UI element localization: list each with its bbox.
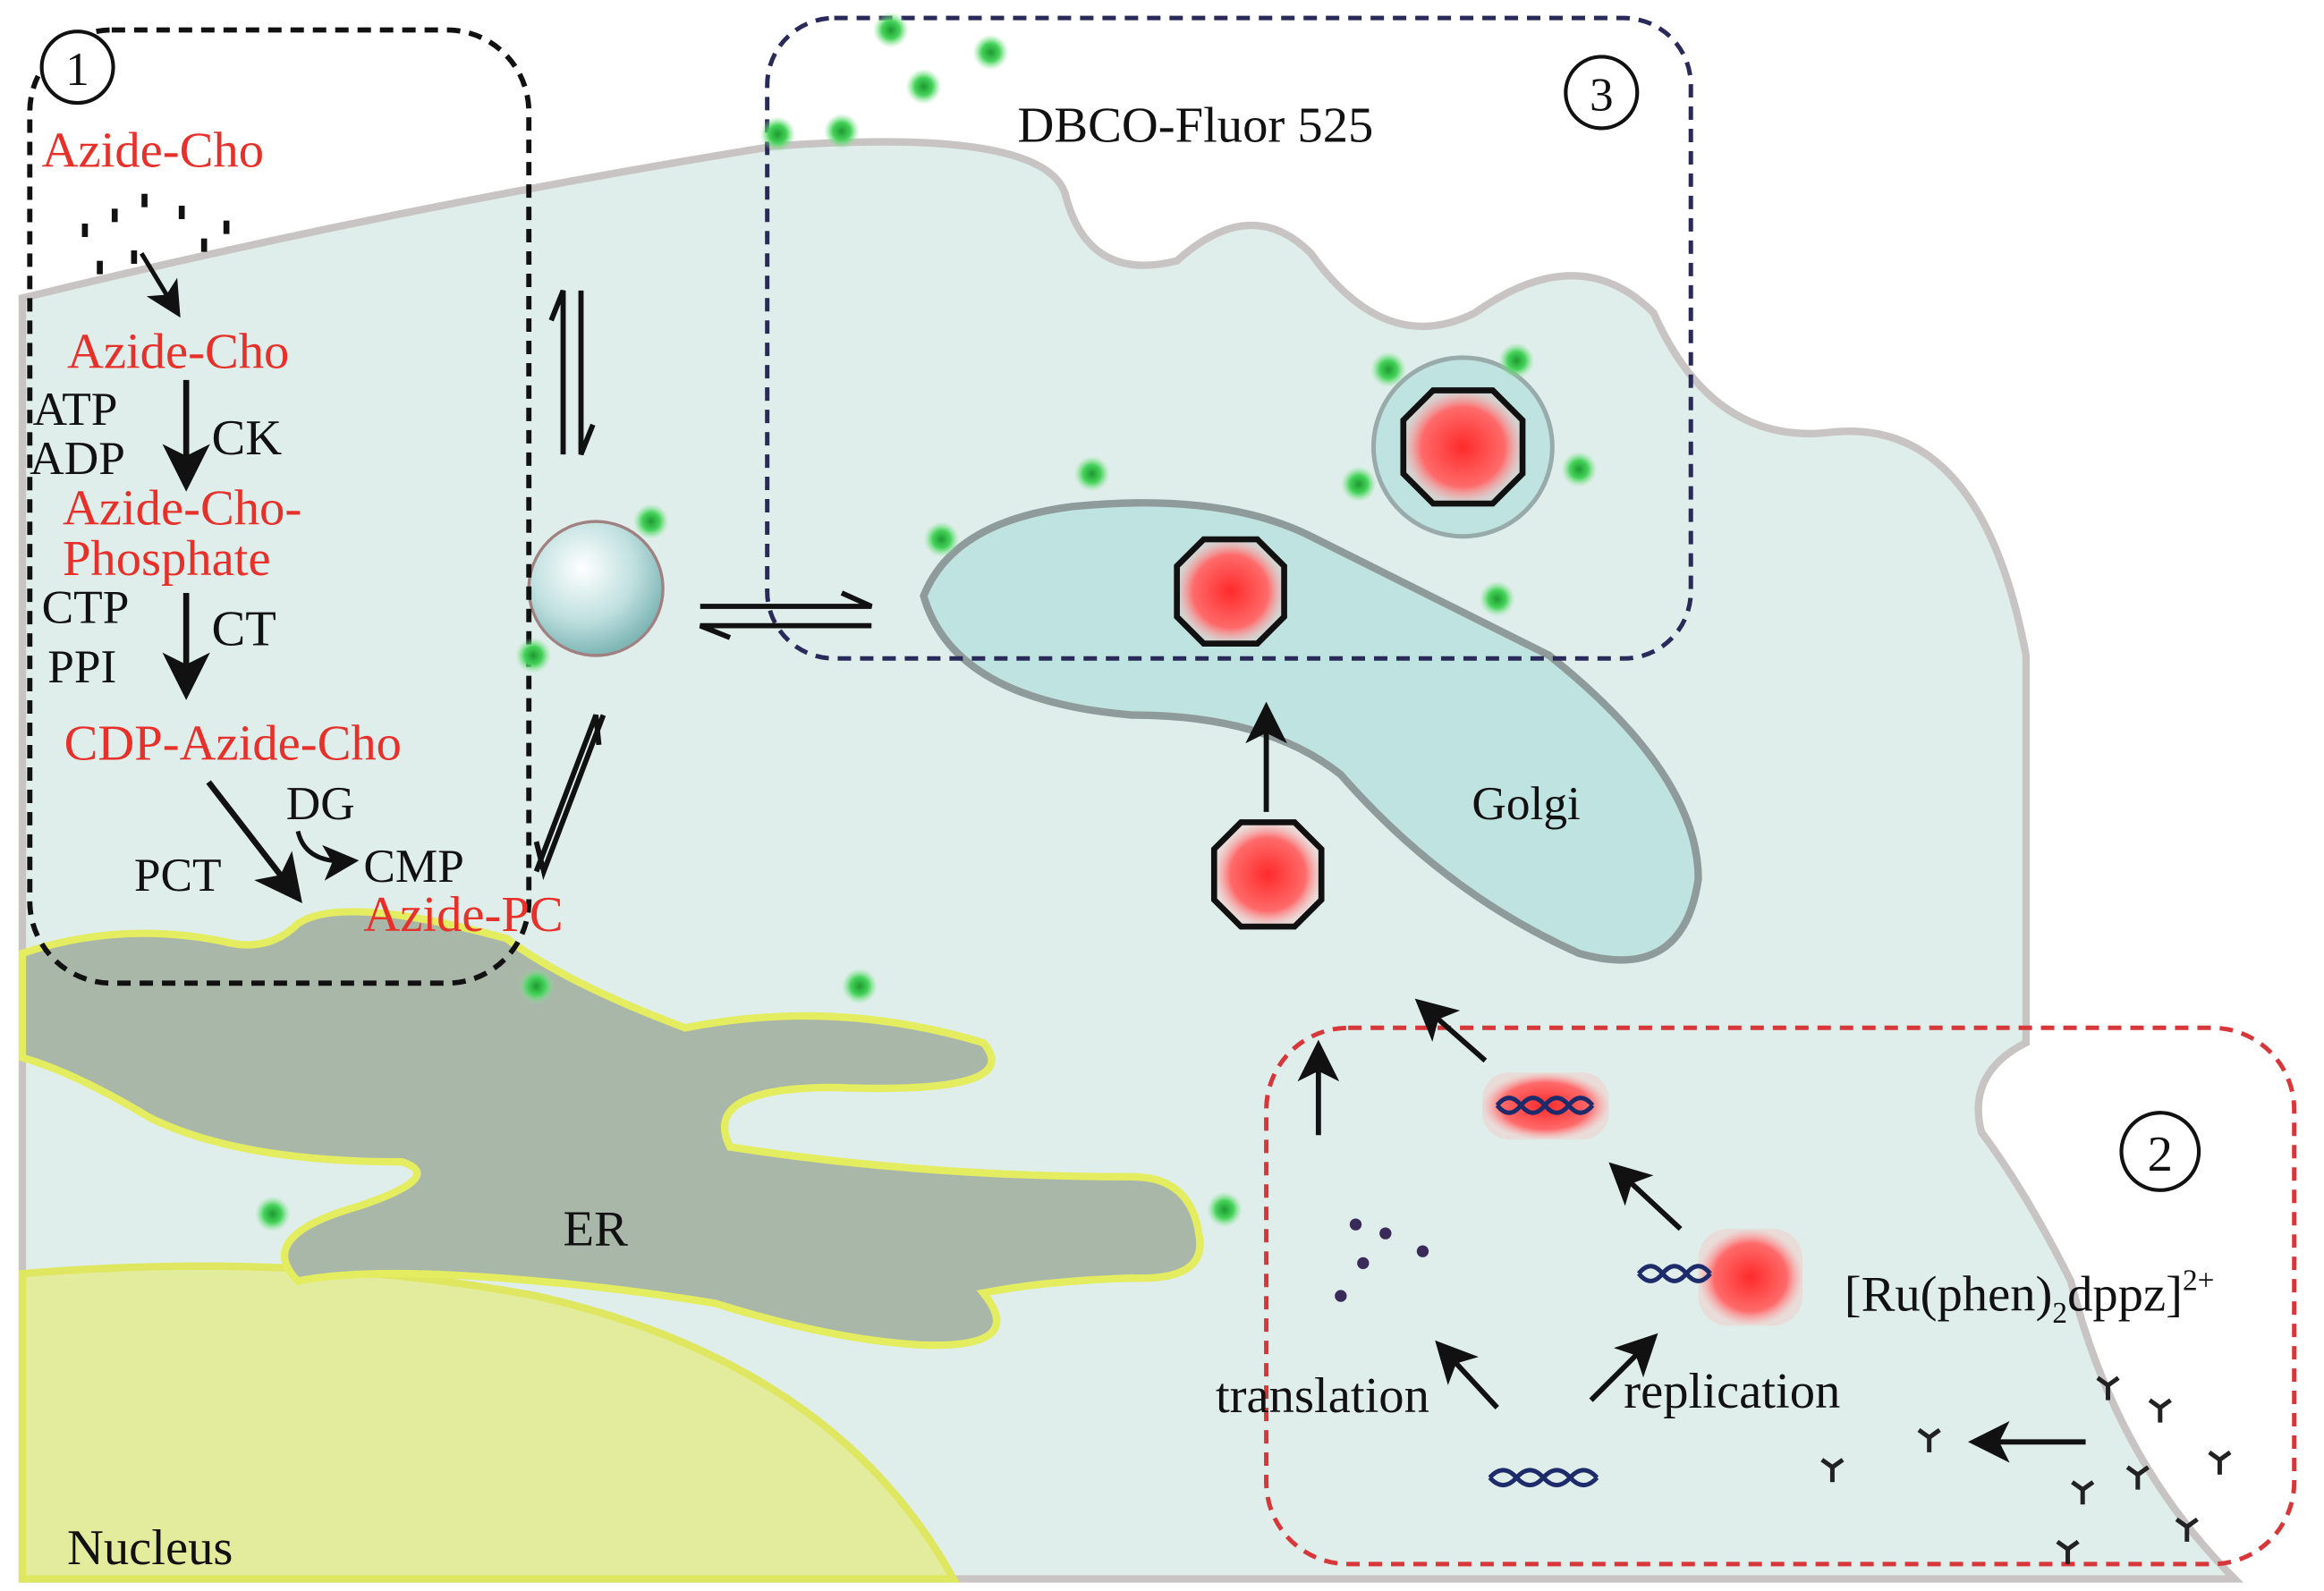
vesicle	[527, 520, 665, 657]
dbco-label: DBCO-Fluor 525	[1017, 97, 1373, 153]
ru-complex-label: [Ru(phen)2dppz]2+	[1845, 1264, 2215, 1330]
box-step-1	[27, 27, 532, 986]
dna-red-blob-right	[1698, 1229, 1803, 1326]
atp-label: ATP	[33, 383, 118, 436]
er-label: ER	[564, 1201, 629, 1257]
step-2-badge	[2119, 1111, 2201, 1192]
translation-label: translation	[1216, 1368, 1429, 1424]
ctp-label: CTP	[42, 580, 130, 633]
ppi-label: PPI	[47, 640, 116, 693]
dg-label: DG	[286, 777, 355, 830]
cmp-label: CMP	[363, 840, 464, 893]
step-3-badge	[1564, 55, 1640, 131]
box-step-2	[1264, 1025, 2297, 1567]
uptake-arrow	[140, 252, 181, 318]
translation-dots	[1335, 1218, 1429, 1302]
dg-cmp-arrow	[295, 830, 360, 881]
step-1-badge	[39, 30, 115, 106]
ru-complex-molecules	[1820, 1375, 2232, 1564]
golgi	[920, 499, 1702, 964]
dna-helix-icons	[1488, 1096, 1712, 1488]
azide-cho-phosphate-label-line2: Phosphate	[63, 531, 271, 587]
azide-cho-outside-label: Azide-Cho	[42, 123, 264, 179]
dbco-fluor-dots	[254, 12, 1598, 1232]
nucleus	[18, 1262, 960, 1583]
adp-label: ADP	[30, 432, 125, 485]
azide-cho-phosphate-label: Azide-Cho-	[63, 480, 301, 536]
replication-label: replication	[1624, 1364, 1840, 1419]
box-step-3	[765, 15, 1693, 661]
equilibrium-arrows	[533, 289, 873, 881]
step-2-number: 2	[2148, 1127, 2173, 1182]
golgi-label: Golgi	[1472, 777, 1580, 830]
azide-pc-label: Azide-PC	[363, 887, 563, 943]
ck-label: CK	[211, 410, 282, 466]
step-3-number: 3	[1590, 68, 1614, 121]
pct-label: PCT	[134, 849, 222, 901]
nucleus-label: Nucleus	[67, 1520, 233, 1576]
azide-cho-inside-label: Azide-Cho	[67, 325, 289, 380]
pct-arrow	[206, 780, 302, 903]
azide-cho-dots	[81, 193, 230, 275]
endoplasmic-reticulum	[18, 908, 1204, 1350]
step-1-number: 1	[65, 43, 89, 96]
cdp-azide-cho-label: CDP-Azide-Cho	[64, 716, 402, 772]
cargo-vesicle-octagons	[1174, 355, 1555, 930]
pathway-arrows-box2	[1297, 998, 2086, 1463]
ct-label: CT	[211, 601, 276, 656]
